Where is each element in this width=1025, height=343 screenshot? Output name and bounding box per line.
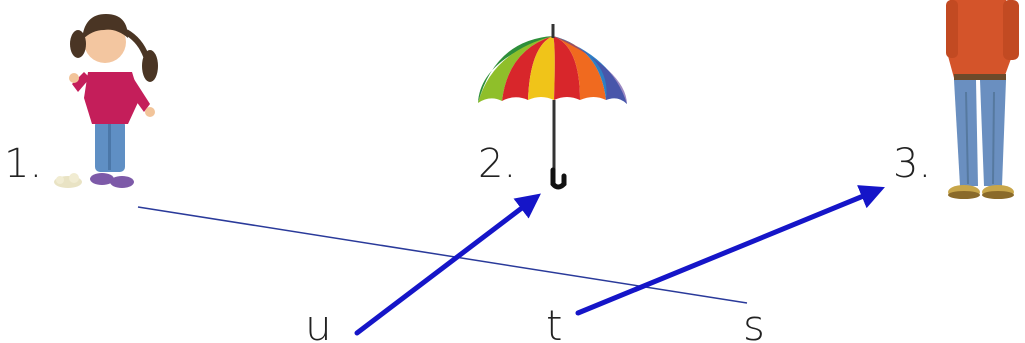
line-s-to-1	[138, 207, 747, 303]
letter-t: t	[546, 305, 562, 343]
arrow-t-to-3	[578, 190, 878, 313]
letter-u: u	[305, 305, 332, 343]
item-number-1: 1.	[4, 144, 42, 184]
letter-s: s	[743, 305, 765, 343]
item-number-3: 3.	[893, 144, 931, 184]
item-number-2: 2.	[478, 144, 516, 184]
